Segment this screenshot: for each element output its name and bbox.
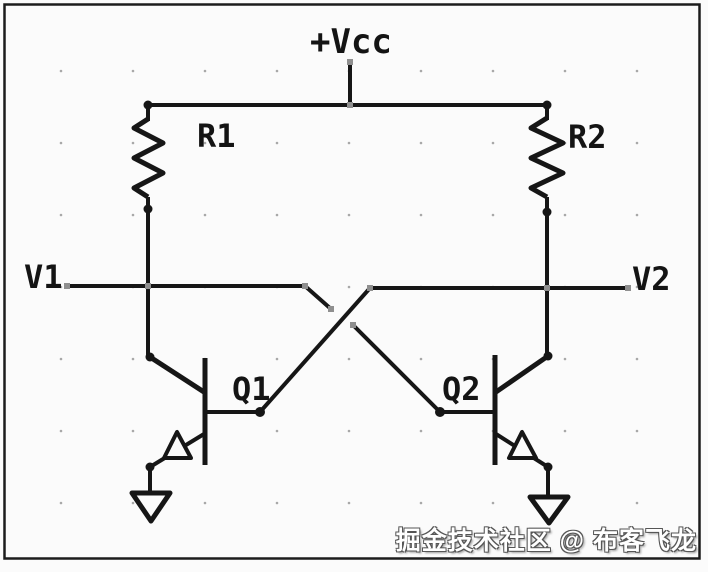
junction-dot bbox=[145, 462, 155, 472]
q1-label: Q1 bbox=[232, 370, 271, 408]
grip-handle bbox=[544, 285, 550, 291]
q2-ground-icon bbox=[527, 494, 571, 526]
grip-handle bbox=[64, 283, 70, 289]
resistor-r2-symbol bbox=[528, 115, 566, 200]
watermark: 掘金技术社区 @ 布客飞龙 bbox=[395, 527, 697, 555]
junction-dot bbox=[143, 204, 153, 214]
grip-handle bbox=[350, 322, 356, 328]
resistor-r1-symbol bbox=[131, 116, 166, 200]
r1-label: R1 bbox=[197, 117, 236, 155]
vcc-label: +Vcc bbox=[310, 22, 392, 62]
q2-label: Q2 bbox=[442, 370, 481, 408]
junction-dot bbox=[255, 407, 265, 417]
v1-label: V1 bbox=[24, 258, 63, 296]
junction-dot bbox=[543, 462, 553, 472]
q1-collector-lead bbox=[148, 354, 206, 395]
junction-dot bbox=[143, 100, 153, 110]
grip-handles bbox=[64, 59, 631, 328]
grip-handle bbox=[367, 285, 373, 291]
grip-handle bbox=[347, 59, 353, 65]
q1-ground-icon bbox=[129, 490, 173, 524]
junction-dot bbox=[542, 207, 552, 217]
junction-dot bbox=[145, 352, 155, 362]
junction-dot bbox=[435, 407, 445, 417]
grid-dots bbox=[6, 6, 700, 557]
junction-dots bbox=[143, 100, 553, 472]
cross-wire-v2-to-q1-base bbox=[258, 286, 372, 414]
q2-emitter-arrow-icon bbox=[507, 430, 538, 460]
grip-handle bbox=[625, 285, 631, 291]
junction-dot bbox=[542, 100, 552, 110]
q2-collector-lead bbox=[494, 353, 550, 395]
transistor-q2-symbol bbox=[440, 353, 571, 526]
grip-handle bbox=[145, 283, 151, 289]
grip-handle bbox=[347, 102, 353, 108]
grip-handle bbox=[328, 306, 334, 312]
transistor-q1-symbol bbox=[129, 354, 260, 524]
image-border bbox=[3, 3, 701, 560]
junction-dot bbox=[543, 351, 553, 361]
grip-handle bbox=[302, 283, 308, 289]
r2-label: R2 bbox=[568, 118, 607, 156]
v2-label: V2 bbox=[632, 260, 671, 298]
q1-emitter-arrow-icon bbox=[162, 430, 193, 460]
cross-wire-v1-to-q2-base bbox=[303, 284, 442, 414]
